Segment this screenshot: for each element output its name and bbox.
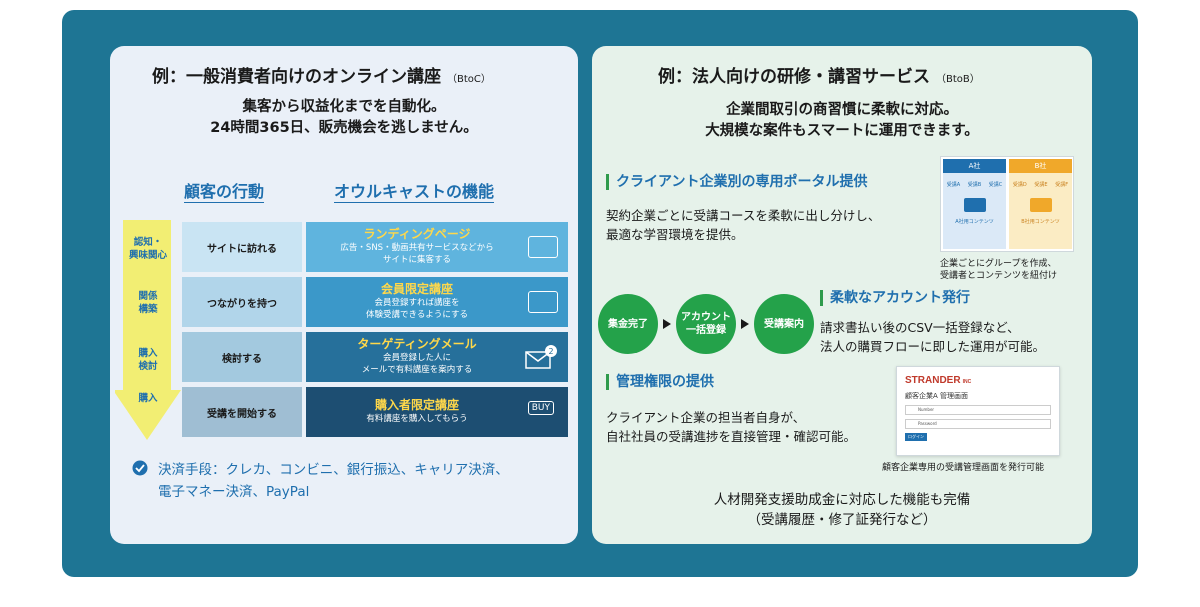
- action-connect: つながりを持つ: [182, 277, 302, 327]
- portal-body: 契約企業ごとに受講コースを柔軟に出し分けし、 最適な学習環境を提供。: [606, 208, 881, 242]
- user-icon: 受講F: [1055, 182, 1069, 188]
- user-icon: 受講E: [1034, 182, 1048, 188]
- flow-payment-complete: 集金完了: [598, 294, 658, 354]
- btob-card: [592, 46, 1092, 544]
- account-body: 請求書払い後のCSV一括登録など、 法人の購買フローに即した運用が可能。: [820, 320, 1046, 354]
- stage-relationship: 関係構築: [138, 291, 158, 315]
- btoc-title: 例：一般消費者向けのオンライン講座（BtoC）: [152, 67, 491, 87]
- flow-course-guide: 受講案内: [754, 294, 814, 354]
- subsidy-note: 人材開発支援助成金に対応した機能も完備 （受講履歴・修了証発行など）: [713, 492, 971, 528]
- col-header-feature: オウルキャストの機能: [334, 182, 495, 201]
- mail-icon: 2: [525, 345, 557, 369]
- portal-diagram: A社 受講A 受講B 受講C A社用コンテンツ B社 受講D 受講E 受講F B…: [940, 156, 1074, 252]
- feature-targeting-mail: ターゲティングメール 会員登録した人に メールで有料講座を案内する 2: [306, 332, 568, 382]
- admin-body: クライアント企業の担当者自身が、 自社社員の受講進捗を直接管理・確認可能。: [606, 410, 857, 444]
- btob-title: 例：法人向けの研修・講習サービス（BtoB）: [658, 67, 980, 87]
- action-consider: 検討する: [182, 332, 302, 382]
- admin-login-button: ログイン: [905, 433, 927, 441]
- admin-number-field: Number: [905, 405, 1051, 415]
- svg-text:2: 2: [548, 347, 553, 356]
- admin-heading: 管理権限の提供: [606, 374, 714, 390]
- company-b-panel: B社 受講D 受講E 受講F B社用コンテンツ: [1009, 159, 1072, 249]
- browser-icon: [528, 236, 558, 258]
- stage-awareness: 認知・興味関心: [128, 237, 167, 261]
- col-header-action: 顧客の行動: [184, 182, 265, 201]
- feature-purchaser-course: 購入者限定講座 有料講座を購入してもらう BUY: [306, 387, 568, 437]
- buy-icon: BUY: [527, 401, 554, 415]
- action-start: 受講を開始する: [182, 387, 302, 437]
- payment-methods: 決済手段：クレカ、コンビニ、銀行振込、キャリア決済、 電子マネー決済、PayPa…: [158, 462, 509, 500]
- btoc-subtitle: 集客から収益化までを自動化。 24時間365日、販売機会を逃しません。: [210, 99, 478, 136]
- user-icon: 受講D: [1012, 182, 1027, 188]
- funnel-arrow: [115, 220, 181, 440]
- play-icon: [963, 198, 986, 212]
- admin-screen-title: 顧客企業A 管理画面: [905, 392, 969, 400]
- stage-purchase: 購入: [138, 393, 158, 404]
- user-icon: 受講A: [946, 182, 961, 188]
- company-a-panel: A社 受講A 受講B 受講C A社用コンテンツ: [943, 159, 1006, 249]
- portal-caption: 企業ごとにグループを作成、 受講者とコンテンツを紐付け: [940, 259, 1058, 281]
- btob-subtitle: 企業間取引の商習慣に柔軟に対応。 大規模な案件もスマートに運用できます。: [705, 102, 979, 139]
- play-icon: [1029, 198, 1052, 212]
- user-icon: 受講C: [988, 182, 1003, 188]
- admin-password-field: Password: [905, 419, 1051, 429]
- stage-consideration: 購入検討: [138, 348, 158, 372]
- portal-heading: クライアント企業別の専用ポータル提供: [606, 174, 867, 190]
- video-icon: [528, 291, 558, 313]
- user-icon: 受講B: [967, 182, 982, 188]
- flow-arrow: [741, 319, 749, 329]
- account-heading: 柔軟なアカウント発行: [820, 290, 970, 306]
- feature-landing-page: ランディングページ 広告・SNS・動画共有サービスなどから サイトに集客する: [306, 222, 568, 272]
- flow-bulk-registration: アカウント一括登録: [676, 294, 736, 354]
- admin-caption: 顧客企業専用の受講管理画面を発行可能: [882, 463, 1045, 473]
- check-icon: [132, 460, 148, 476]
- action-visit-site: サイトに訪れる: [182, 222, 302, 272]
- flow-arrow: [663, 319, 671, 329]
- feature-member-course: 会員限定講座 会員登録すれば講座を 体験受講できるようにする: [306, 277, 568, 327]
